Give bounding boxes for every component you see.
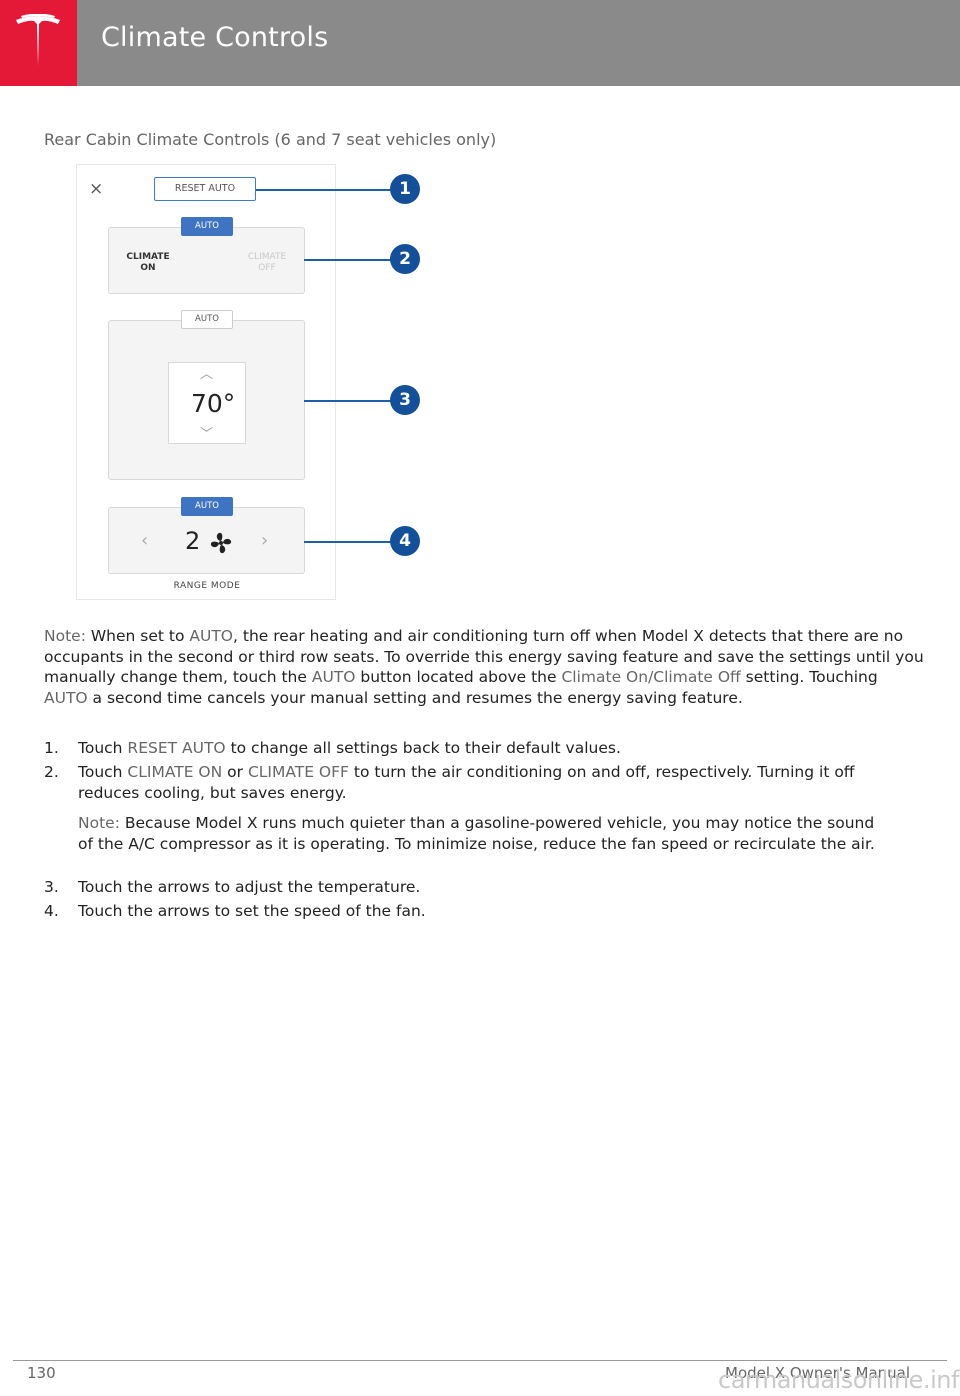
tesla-logo-icon: [0, 0, 77, 86]
fan-right-arrow-icon: ›: [261, 530, 269, 551]
step-text: to turn the air conditioning on and off,…: [78, 763, 855, 802]
note-label: Note:: [44, 627, 86, 645]
step-text: Touch: [78, 763, 128, 781]
climate-on-off-panel: CLIMATE ON CLIMATE OFF: [108, 227, 305, 294]
callout-line-3: [304, 400, 391, 402]
note-label: Note:: [78, 814, 120, 832]
step-text: or: [222, 763, 248, 781]
climate-off-label: CLIMATE: [247, 252, 287, 262]
note-auto: AUTO: [44, 688, 88, 707]
list-number: 4.: [44, 902, 59, 920]
note-text: , the rear heating and air conditioning …: [44, 627, 924, 686]
fan-panel: [108, 507, 305, 574]
page-header: Climate Controls: [0, 0, 960, 86]
callout-3: 3: [390, 385, 420, 415]
note-text: button located above the: [355, 668, 562, 686]
footer-divider: [13, 1360, 947, 1361]
step-2-note: Note: Because Model X runs much quieter …: [78, 813, 878, 854]
temperature-value: 70°: [191, 389, 236, 418]
list-text: Touch the arrows to adjust the temperatu…: [78, 878, 421, 896]
step-key: RESET AUTO: [127, 739, 226, 757]
list-number: 1.: [44, 739, 59, 757]
step-text: to change all settings back to their def…: [225, 739, 621, 757]
watermark: carmanualsonline.info: [718, 1366, 960, 1394]
page-title: Climate Controls: [101, 22, 329, 53]
note-text: When set to: [85, 627, 190, 645]
manual-title: Model X Owner's Manual: [725, 1364, 911, 1382]
callout-1: 1: [390, 174, 420, 204]
note-text: a second time cancels your manual settin…: [87, 688, 743, 707]
callout-2: 2: [390, 244, 420, 274]
climate-on-state: ON: [140, 263, 156, 273]
note-climate: Climate On/Climate Off: [561, 668, 741, 686]
step-key: CLIMATE OFF: [247, 763, 349, 781]
fan-speed-value: 2: [185, 527, 201, 555]
list-number: 3.: [44, 878, 59, 896]
note-auto: AUTO: [189, 627, 234, 645]
fan-left-arrow-icon: ‹: [141, 530, 149, 551]
close-icon: ×: [89, 179, 104, 199]
list-text: Touch RESET AUTO to change all settings …: [78, 738, 898, 759]
callout-4: 4: [390, 526, 420, 556]
chevron-up-icon: ︿: [200, 367, 214, 382]
climate-on-label: CLIMATE: [126, 252, 170, 262]
callout-line-4: [304, 541, 391, 543]
page-number: 130: [27, 1364, 56, 1382]
section-heading: Rear Cabin Climate Controls (6 and 7 sea…: [44, 130, 497, 149]
step-key: CLIMATE ON: [127, 763, 223, 781]
note-paragraph: Note: When set to AUTO, the rear heating…: [44, 626, 924, 708]
reset-auto-button: RESET AUTO: [154, 177, 256, 201]
note-text: Because Model X runs much quieter than a…: [78, 814, 875, 853]
temperature-auto-button: AUTO: [181, 310, 233, 329]
climate-off-option: CLIMATE OFF: [242, 252, 292, 274]
range-mode-label: RANGE MODE: [173, 581, 241, 591]
note-text: setting. Touching: [740, 668, 878, 686]
fan-auto-button: AUTO: [181, 497, 233, 516]
climate-off-state: OFF: [258, 263, 276, 273]
climate-on-option: CLIMATE ON: [123, 252, 173, 274]
fan-icon: [210, 532, 232, 554]
list-text: Touch CLIMATE ON or CLIMATE OFF to turn …: [78, 762, 898, 803]
step-text: Touch: [78, 739, 128, 757]
temperature-display: ︿ 70° ﹀: [168, 362, 246, 444]
list-text: Touch the arrows to set the speed of the…: [78, 902, 426, 920]
callout-line-1: [256, 189, 391, 191]
climate-auto-button: AUTO: [181, 217, 233, 236]
chevron-down-icon: ﹀: [200, 427, 214, 442]
note-auto: AUTO: [311, 668, 356, 686]
rear-climate-figure: × RESET AUTO CLIMATE ON CLIMATE OFF AUTO…: [76, 164, 336, 600]
list-number: 2.: [44, 763, 59, 781]
callout-line-2: [304, 259, 391, 261]
